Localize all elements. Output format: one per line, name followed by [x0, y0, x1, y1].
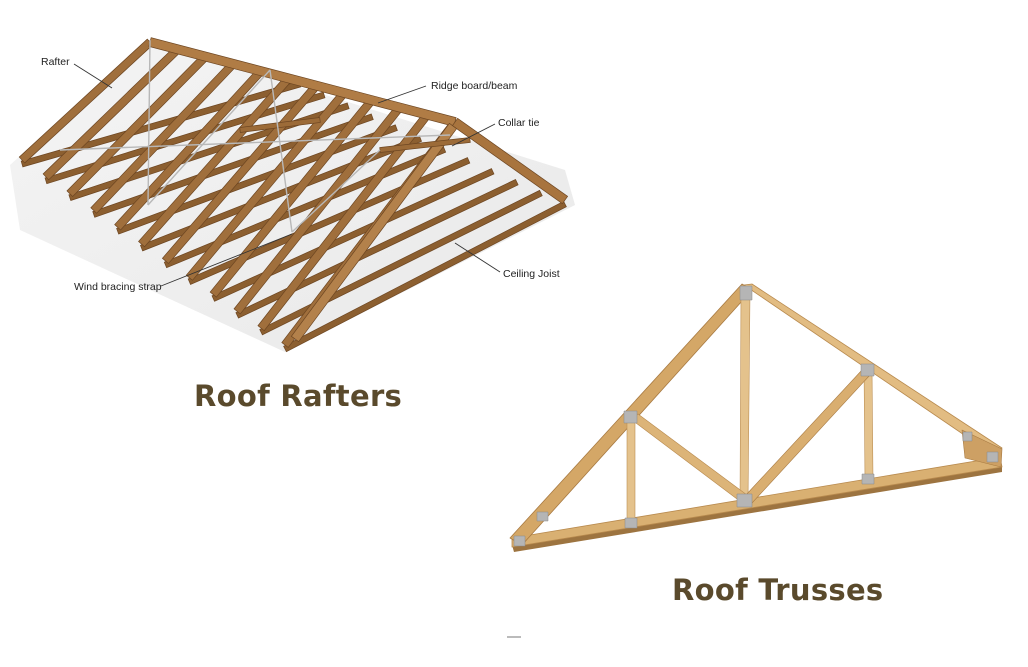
ceiling-joist-label: Ceiling Joist [503, 268, 560, 280]
ceiling-joist [235, 179, 519, 319]
roof-rafters-title: Roof Rafters [194, 379, 403, 413]
rafter-label: Rafter [41, 56, 70, 68]
right-upper-plate [860, 363, 875, 377]
rafter [18, 38, 154, 164]
wind-bracing-strap [269, 69, 293, 233]
gusset-plates [513, 285, 999, 547]
ridge-board-label: Ridge board/beam [431, 80, 518, 92]
divider-mark [507, 636, 521, 638]
left-upper-plate [623, 410, 638, 424]
ceiling-joist [211, 168, 495, 302]
collar-tie-leader [451, 123, 496, 147]
wind-bracing-strap [59, 134, 451, 151]
right-bottom-plate [861, 473, 875, 485]
wind-bracing-strap [147, 39, 151, 206]
wind-bracing-leader [160, 233, 293, 287]
right-heel-upper-plate [962, 431, 973, 442]
king-post [739, 291, 751, 504]
rafter-frame [18, 37, 569, 353]
front-left-rafter [290, 122, 458, 343]
wind-bracing-strap [291, 149, 381, 233]
callout-leaders [73, 63, 501, 287]
wind-bracing-strap [147, 69, 271, 206]
left-diagonal-web [631, 413, 748, 503]
left-vertical-web [626, 415, 636, 526]
left-heel-upper-plate [536, 511, 549, 522]
left-heel-plate [513, 535, 526, 547]
collar-tie-label: Collar tie [498, 117, 540, 129]
roof-trusses-title: Roof Trusses [672, 573, 884, 607]
peak-plate [739, 285, 753, 301]
center-bottom-plate [736, 493, 753, 508]
front-gable-rafter [451, 117, 569, 205]
right-heel-plate [986, 451, 999, 463]
collar-tie [379, 137, 471, 153]
right-vertical-web [863, 367, 874, 482]
bottom-chord-shadow [512, 467, 1002, 552]
left-bottom-plate [624, 517, 638, 529]
wind-bracing-label: Wind bracing strap [74, 281, 162, 293]
collar-tie [239, 117, 321, 133]
ridge-leader [377, 85, 427, 104]
ceiling-joist-leader [454, 242, 501, 273]
rafter-leader [73, 63, 113, 89]
